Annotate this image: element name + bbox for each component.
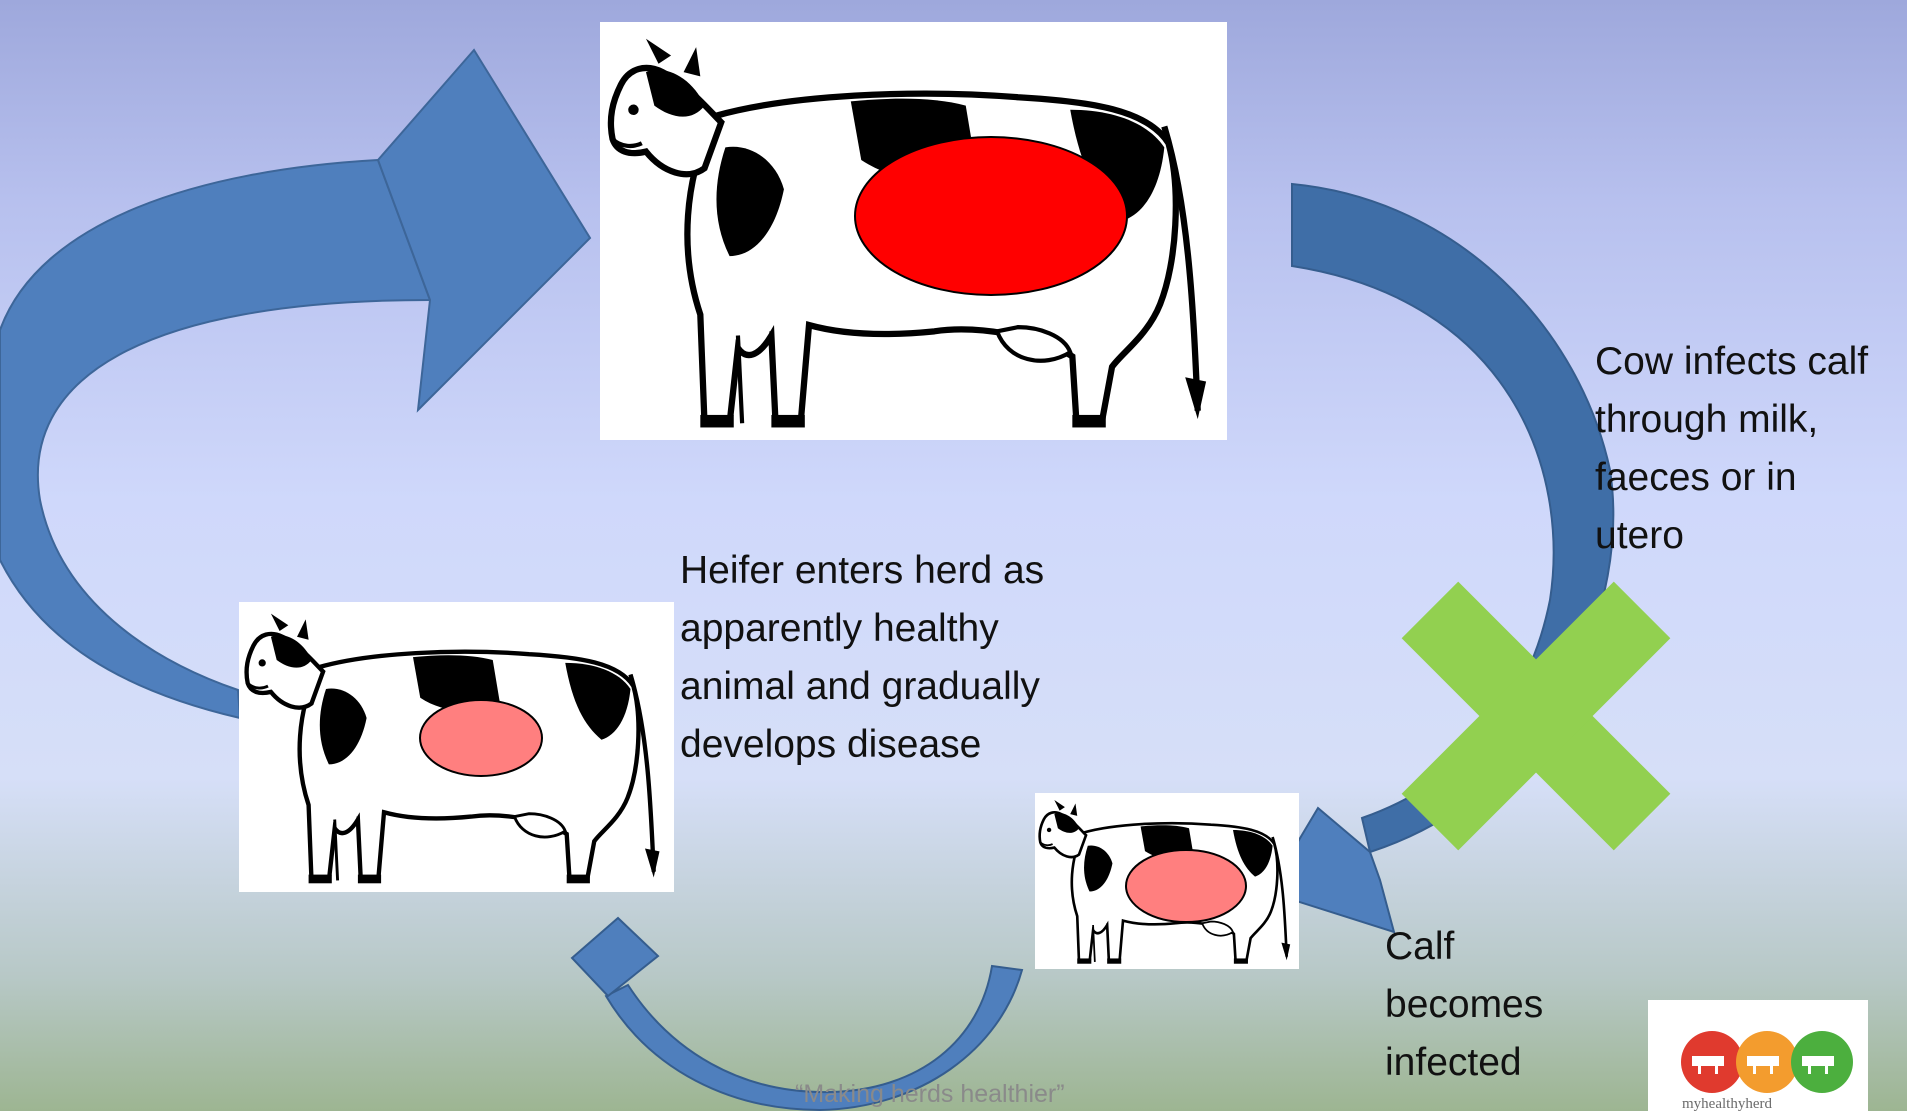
adult-infection-ellipse [854,136,1128,296]
calf-line-2: becomes [1385,983,1544,1026]
calf-line-1: Calf [1385,925,1455,968]
cow-infects-label: Cow infects calf through milk, faeces or… [1595,333,1895,565]
calf-to-heifer-arrow [570,916,1024,1111]
heifer-label: Heifer enters herd as apparently healthy… [680,542,1120,774]
big-cycle-arrow [0,48,592,720]
calf-label: Calf becomes infected [1385,918,1605,1092]
heifer-infection-ellipse [419,699,543,777]
cow-infects-line-1: Cow infects calf [1595,340,1869,383]
calf-line-3: infected [1385,1041,1522,1084]
heifer-line-1: Heifer enters herd as [680,549,1045,592]
logo-image [1648,1000,1868,1111]
calf-infection-ellipse [1125,849,1247,923]
heifer-line-3: animal and gradually [680,665,1040,708]
cow-infects-line-3: faeces or in [1595,456,1797,499]
footer-slogan: “Making herds healthier” [795,1080,1065,1108]
heifer-line-2: apparently healthy [680,607,999,650]
heifer-line-4: develops disease [680,723,982,766]
logo-text: myhealthyherd [1682,1096,1772,1112]
green-cross-icon [1401,581,1671,851]
cow-infects-line-2: through milk, [1595,398,1819,441]
cow-infects-line-4: utero [1595,514,1684,557]
